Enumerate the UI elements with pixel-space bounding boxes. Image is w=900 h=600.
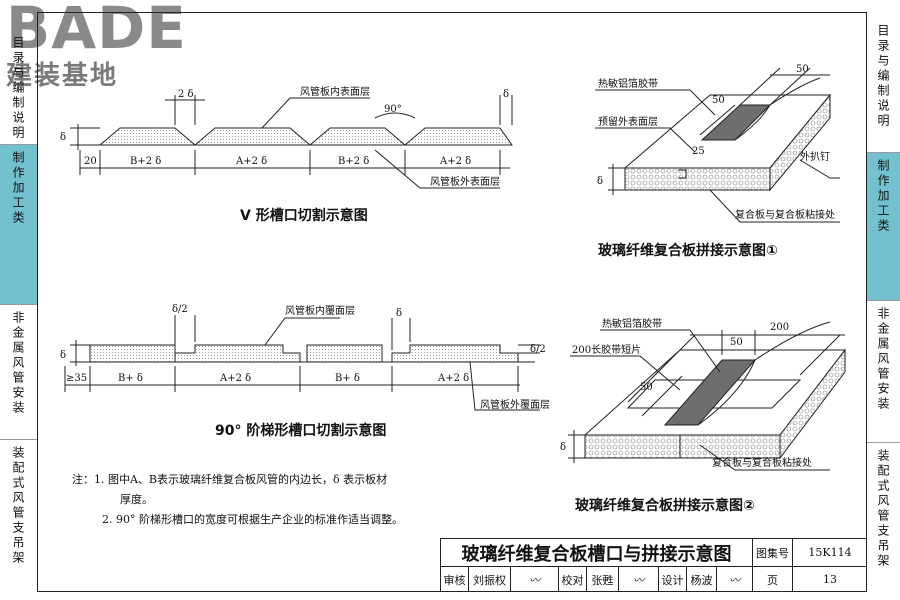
fig3-dim-25: 25: [692, 146, 705, 157]
fig2-dim-2: A+2 δ: [219, 373, 251, 384]
fig4-splice-2: [568, 321, 847, 471]
right-section-label: 装配式风管支吊架: [876, 449, 890, 569]
fig1-inner-label: 风管板内表面层: [300, 85, 370, 98]
right-section-label: 制作加工类: [876, 159, 890, 234]
right-section-catalog[interactable]: 目录与编制说明: [867, 18, 900, 153]
fig1-v-groove: [70, 95, 513, 189]
fig2-inner-label: 风管板内覆面层: [285, 304, 355, 317]
fig2-delta-left: δ: [60, 350, 66, 361]
fig3-splice-1: [595, 67, 840, 223]
checker-signature: 〰: [618, 566, 658, 592]
designer-name: 杨波: [686, 566, 716, 592]
fig1-angle: 90°: [384, 104, 402, 115]
page-label: 页: [752, 566, 792, 592]
fig1-delta-right: δ: [503, 89, 509, 100]
page-number: 13: [792, 566, 867, 592]
fig2-delta-top: δ: [396, 308, 402, 319]
fig2-dim-1: B+ δ: [118, 373, 143, 384]
fig2-dim-0: ≥35: [66, 373, 87, 384]
right-section-fabrication[interactable]: 制作加工类: [867, 153, 900, 301]
fig1-dim-3: B+2 δ: [338, 156, 369, 167]
left-index-column: 目录与编制说明 制作加工类 非金属风管安装 装配式风管支吊架: [0, 0, 37, 600]
fig4-tape-label: 热敏铝箔胶带: [602, 317, 662, 330]
fig3-dim-50a: 50: [796, 64, 809, 75]
fig2-half-delta: δ/2: [172, 304, 188, 315]
fig3-dim-50b: 50: [712, 95, 725, 106]
notes: 注：1. 图中A、B表示玻璃纤维复合板风管的内边长，δ 表示板材 厚度。 2. …: [72, 470, 403, 530]
fig1-dim-2: A+2 δ: [235, 156, 267, 167]
left-section-fabrication[interactable]: 制作加工类: [0, 145, 37, 305]
fig1-dim-1: B+2 δ: [130, 156, 161, 167]
fig2-dim-3: B+ δ: [335, 373, 360, 384]
fig4-dim-50a: 50: [730, 337, 743, 348]
fig4-joint-label: 复合板与复合板粘接处: [712, 456, 812, 469]
left-section-label: 目录与编制说明: [11, 36, 25, 141]
design-label: 设计: [658, 566, 686, 592]
right-section-support[interactable]: 装配式风管支吊架: [867, 443, 900, 593]
fig1-outer-label: 风管板外表面层: [430, 175, 500, 188]
fig1-dim-4: A+2 δ: [439, 156, 471, 167]
fig1-2delta-dim: 2 δ: [178, 89, 194, 100]
note-1-cont: 厚度。: [120, 493, 153, 506]
right-section-label: 目录与编制说明: [876, 24, 890, 129]
left-section-support[interactable]: 装配式风管支吊架: [0, 440, 37, 595]
bade-logo: BADE: [6, 0, 187, 62]
fig4-delta: δ: [560, 442, 566, 453]
fig2-caption: 90° 阶梯形槽口切割示意图: [215, 423, 387, 439]
fig3-nail-label: 外扒钉: [800, 150, 830, 163]
designer-signature: 〰: [716, 566, 752, 592]
fig4-dim-50b: 50: [640, 382, 653, 393]
drawing-title: 玻璃纤维复合板槽口与拼接示意图: [440, 538, 752, 566]
fig2-stepped-groove: [64, 315, 540, 411]
left-section-label: 制作加工类: [11, 151, 25, 226]
fig2-outer-label: 风管板外覆面层: [480, 398, 550, 411]
right-section-label: 非金属风管安装: [876, 307, 890, 412]
reviewer-name: 刘振权: [468, 566, 510, 592]
reviewer-signature: 〰: [510, 566, 558, 592]
left-section-nonmetal[interactable]: 非金属风管安装: [0, 305, 37, 440]
fig3-outer-label: 预留外表面层: [598, 115, 658, 128]
fig1-dim-0: 20: [84, 156, 97, 167]
note-2: 2. 90° 阶梯形槽口的宽度可根据生产企业的标准作适当调整。: [102, 513, 403, 526]
fig2-dim-4: A+2 δ: [437, 373, 469, 384]
right-index-column: 目录与编制说明 制作加工类 非金属风管安装 装配式风管支吊架: [867, 0, 900, 600]
fig4-strip-label: 200长胶带短片: [572, 343, 641, 356]
left-section-catalog[interactable]: 目录与编制说明: [0, 30, 37, 145]
logo-subtitle: 建装基地: [6, 61, 119, 91]
atlas-number: 15K114: [792, 538, 867, 566]
fig1-caption: V 形槽口切割示意图: [240, 208, 368, 224]
checker-name: 张甦: [586, 566, 618, 592]
title-block: 玻璃纤维复合板槽口与拼接示意图 图集号 15K114 审核 刘振权 〰 校对 张…: [440, 538, 867, 592]
fig3-tape-label: 热敏铝箔胶带: [598, 77, 658, 90]
fig1-delta-left: δ: [60, 132, 66, 143]
fig3-delta: δ: [597, 176, 603, 187]
check-label: 校对: [558, 566, 586, 592]
fig3-joint-label: 复合板与复合板粘接处: [735, 208, 835, 221]
fig2-half-right: δ/2: [530, 344, 546, 355]
left-section-label: 装配式风管支吊架: [11, 446, 25, 566]
review-label: 审核: [440, 566, 468, 592]
atlas-label: 图集号: [752, 538, 792, 566]
right-section-nonmetal[interactable]: 非金属风管安装: [867, 301, 900, 443]
fig3-caption: 玻璃纤维复合板拼接示意图①: [598, 243, 778, 259]
fig4-dim-200: 200: [770, 322, 789, 333]
note-1: 注：1. 图中A、B表示玻璃纤维复合板风管的内边长，δ 表示板材: [72, 473, 388, 486]
fig4-caption: 玻璃纤维复合板拼接示意图②: [575, 498, 755, 514]
drawing-frame: [37, 12, 867, 592]
left-section-label: 非金属风管安装: [11, 311, 25, 416]
